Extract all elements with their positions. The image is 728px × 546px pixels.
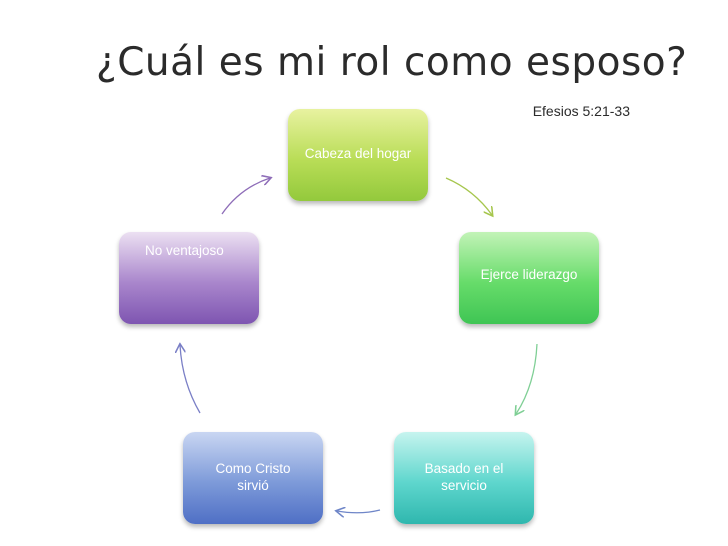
slide-title: ¿Cuál es mi rol como esposo?: [96, 40, 688, 85]
arrow-3-to-4: [337, 510, 381, 513]
node-no-ventajoso: No ventajoso: [119, 232, 259, 324]
node-como-cristo-sirvio: Como Cristo sirvió: [183, 432, 323, 524]
node-label: Ejerce liderazgo: [480, 267, 578, 282]
node-cabeza-del-hogar: Cabeza del hogar: [288, 109, 428, 201]
scripture-reference: Efesios 5:21-33: [532, 103, 630, 119]
node-label: Cabeza del hogar: [304, 146, 412, 161]
node-label: No ventajoso: [145, 243, 224, 258]
node-label: Como Cristo sirvió: [215, 461, 291, 493]
arrow-5-to-1: [221, 178, 270, 215]
arrow-1-to-2: [445, 177, 492, 215]
node-basado-en-el-servicio: Basado en el servicio: [394, 432, 534, 524]
arrow-4-to-5: [180, 345, 201, 414]
node-ejerce-liderazgo: Ejerce liderazgo: [459, 232, 599, 324]
arrow-2-to-3: [516, 343, 538, 414]
node-label: Basado en el servicio: [424, 461, 504, 493]
